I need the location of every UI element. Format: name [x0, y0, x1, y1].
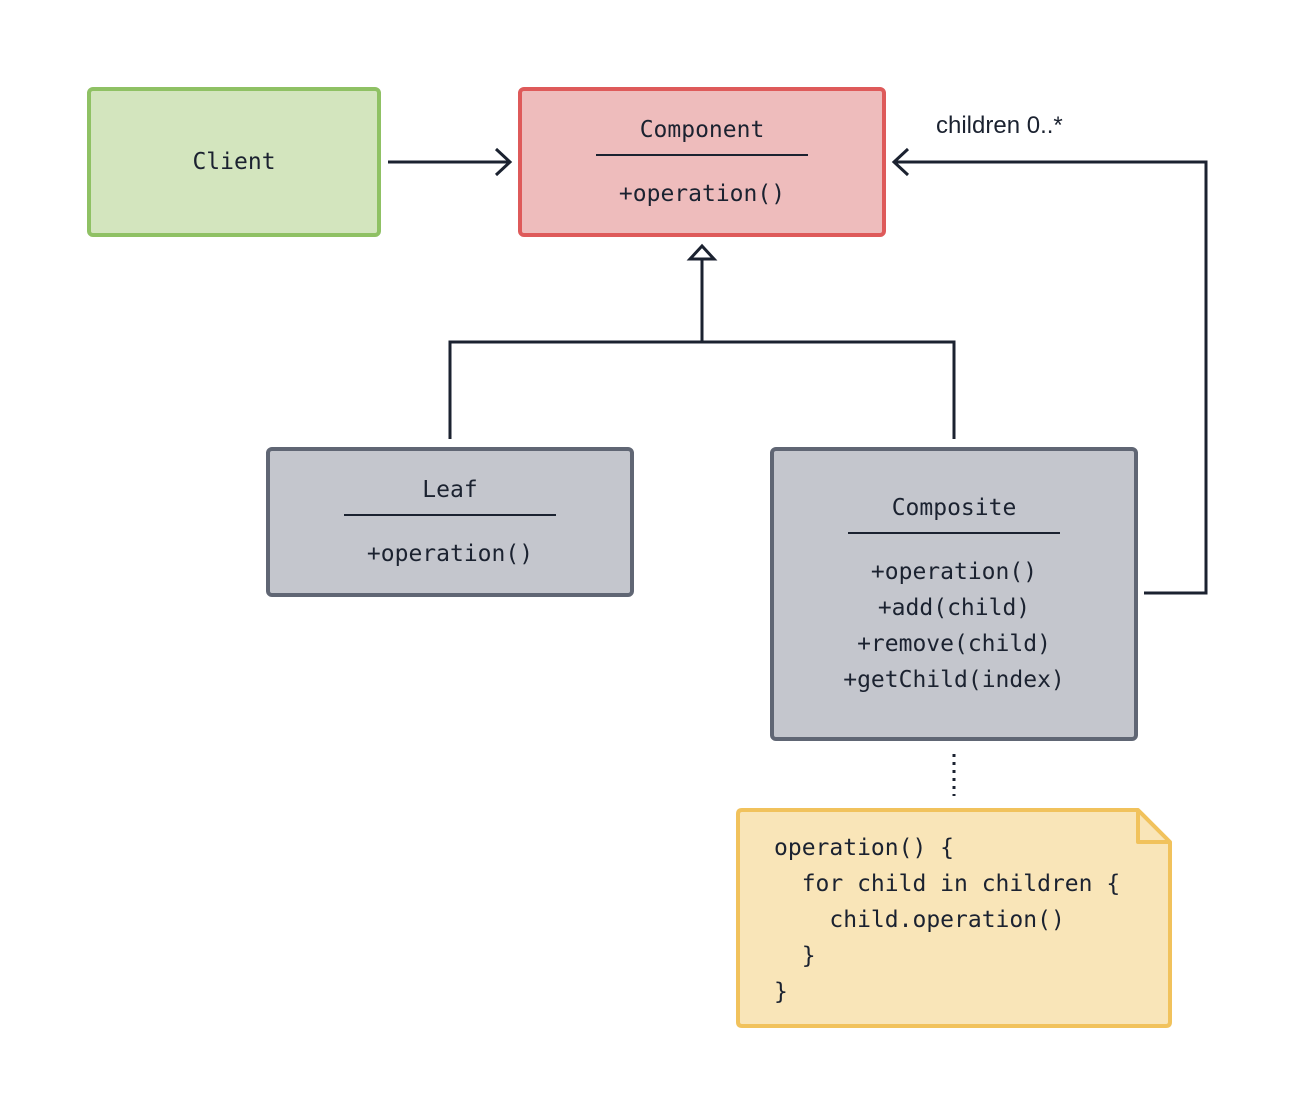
- leaf-title: Leaf: [422, 477, 478, 503]
- component-title: Component: [639, 117, 765, 143]
- note-code: operation() { for child in children { ch…: [774, 830, 1120, 1010]
- children-association-arrow: [891, 147, 1208, 595]
- composite-method: +remove(child): [857, 631, 1051, 657]
- note-code-line: for child in children {: [774, 871, 1121, 897]
- composite-divider: [848, 532, 1060, 534]
- client-class-box[interactable]: Client: [87, 87, 381, 237]
- composite-method: +getChild(index): [843, 667, 1065, 693]
- note-code-line: child.operation(): [774, 907, 1065, 933]
- leaf-divider: [344, 514, 556, 516]
- children-multiplicity-label: children 0..*: [936, 112, 1063, 139]
- client-to-component-arrow: [388, 147, 513, 177]
- component-method: +operation(): [618, 181, 786, 207]
- leaf-class-box[interactable]: Leaf +operation(): [266, 447, 634, 597]
- note-code-line: }: [774, 979, 788, 1005]
- component-class-box[interactable]: Component +operation(): [518, 87, 886, 237]
- note-code-line: }: [774, 943, 816, 969]
- composite-method: +operation(): [870, 559, 1038, 585]
- leaf-method: +operation(): [366, 541, 534, 567]
- note-code-line: operation() {: [774, 835, 955, 861]
- client-title: Client: [192, 149, 276, 175]
- composite-class-box[interactable]: Composite +operation() +add(child) +remo…: [770, 447, 1138, 741]
- note-box[interactable]: operation() { for child in children { ch…: [734, 806, 1174, 1030]
- inheritance-connector: [448, 258, 956, 439]
- note-shape: [736, 808, 1172, 1028]
- composite-method: +add(child): [877, 595, 1031, 621]
- composite-title: Composite: [891, 495, 1017, 521]
- component-divider: [596, 154, 808, 156]
- inheritance-triangle-icon: [686, 243, 718, 261]
